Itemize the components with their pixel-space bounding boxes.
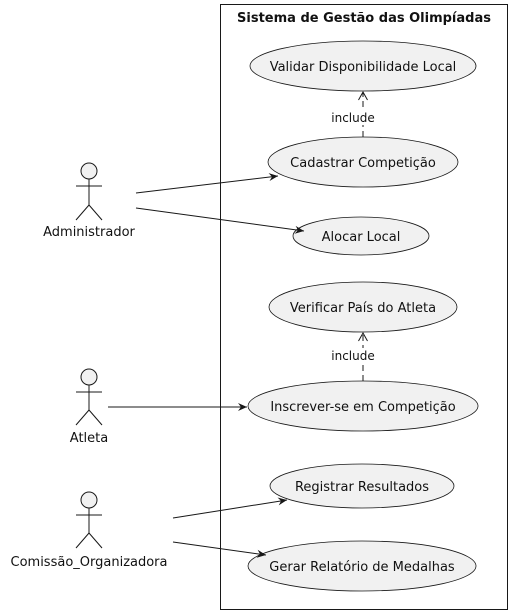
stick-figure-icon: [75, 162, 103, 221]
actor-label: Atleta: [70, 431, 108, 446]
use-case-label: Gerar Relatório de Medalhas: [269, 560, 455, 575]
actor-administrador[interactable]: Administrador: [43, 162, 136, 240]
include-arrowhead: [358, 331, 368, 342]
actor-label: Administrador: [43, 225, 135, 240]
use-case-gerar[interactable]: Gerar Relatório de Medalhas: [247, 540, 477, 592]
association-administrador-cadastrar: [135, 173, 279, 194]
association-comissao-gerar: [172, 541, 267, 558]
use-case-registrar[interactable]: Registrar Resultados: [269, 463, 455, 509]
use-case-label: Validar Disponibilidade Local: [270, 60, 457, 75]
include-relation-inscrever-verificar: include: [330, 331, 376, 381]
system-title: Sistema de Gestão das Olimpíadas: [237, 11, 491, 26]
use-case-label: Inscrever-se em Competição: [270, 400, 455, 415]
include-label: include: [331, 349, 374, 363]
use-case-verificar[interactable]: Verificar País do Atleta: [268, 281, 458, 333]
stick-figure-icon: [75, 368, 103, 426]
include-arrowhead: [358, 90, 368, 101]
use-case-inscrever[interactable]: Inscrever-se em Competição: [247, 380, 479, 432]
use-case-alocar[interactable]: Alocar Local: [292, 216, 430, 256]
include-label: include: [331, 111, 374, 125]
use-case-label: Registrar Resultados: [295, 480, 429, 495]
actor-label: Comissão_Organizadora: [11, 555, 168, 570]
use-case-label: Verificar País do Atleta: [290, 301, 436, 316]
actor-comissao-organizadora[interactable]: Comissão_Organizadora: [11, 491, 168, 570]
use-case-validar[interactable]: Validar Disponibilidade Local: [249, 40, 477, 92]
system-boundary: Sistema de Gestão das Olimpíadas: [220, 4, 508, 610]
association-administrador-alocar: [135, 207, 305, 234]
include-relation-cadastrar-validar: include: [330, 90, 376, 137]
use-case-cadastrar[interactable]: Cadastrar Competição: [267, 136, 459, 188]
actor-atleta[interactable]: Atleta: [70, 368, 108, 446]
use-case-label: Alocar Local: [322, 230, 401, 245]
stick-figure-icon: [75, 491, 103, 549]
use-case-label: Cadastrar Competição: [290, 156, 436, 171]
association-comissao-registrar: [172, 497, 288, 519]
